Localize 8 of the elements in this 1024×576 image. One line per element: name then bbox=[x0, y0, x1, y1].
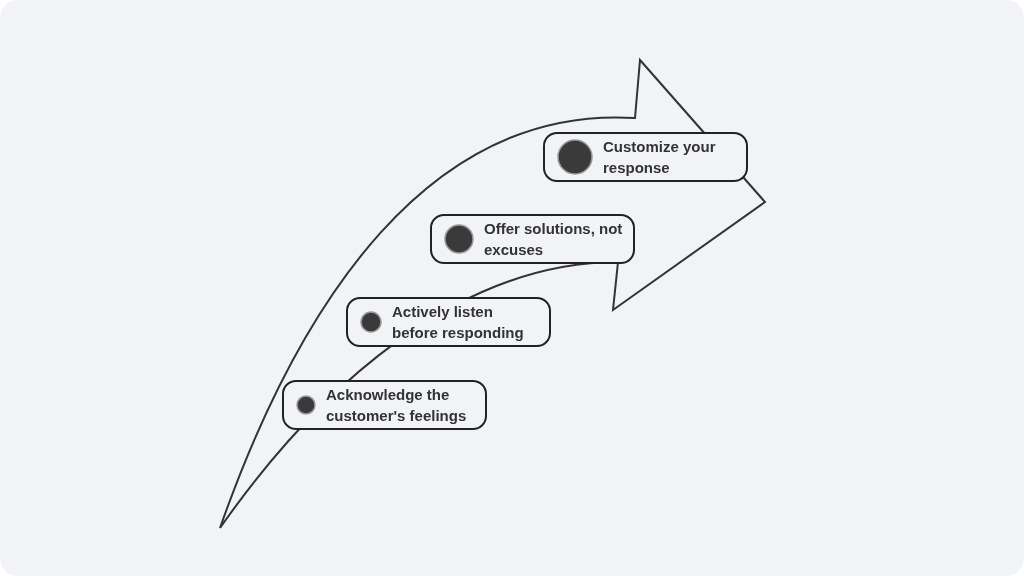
step-label: Offer solutions, not excuses bbox=[484, 219, 623, 260]
step-box bbox=[430, 214, 635, 264]
step-box bbox=[543, 132, 748, 182]
step-label: Customize your response bbox=[603, 137, 717, 178]
step-label: Actively listen before responding bbox=[392, 302, 525, 343]
step-box bbox=[346, 297, 551, 347]
step-label: Acknowledge the customer's feelings bbox=[326, 385, 468, 426]
step-box bbox=[282, 380, 487, 430]
